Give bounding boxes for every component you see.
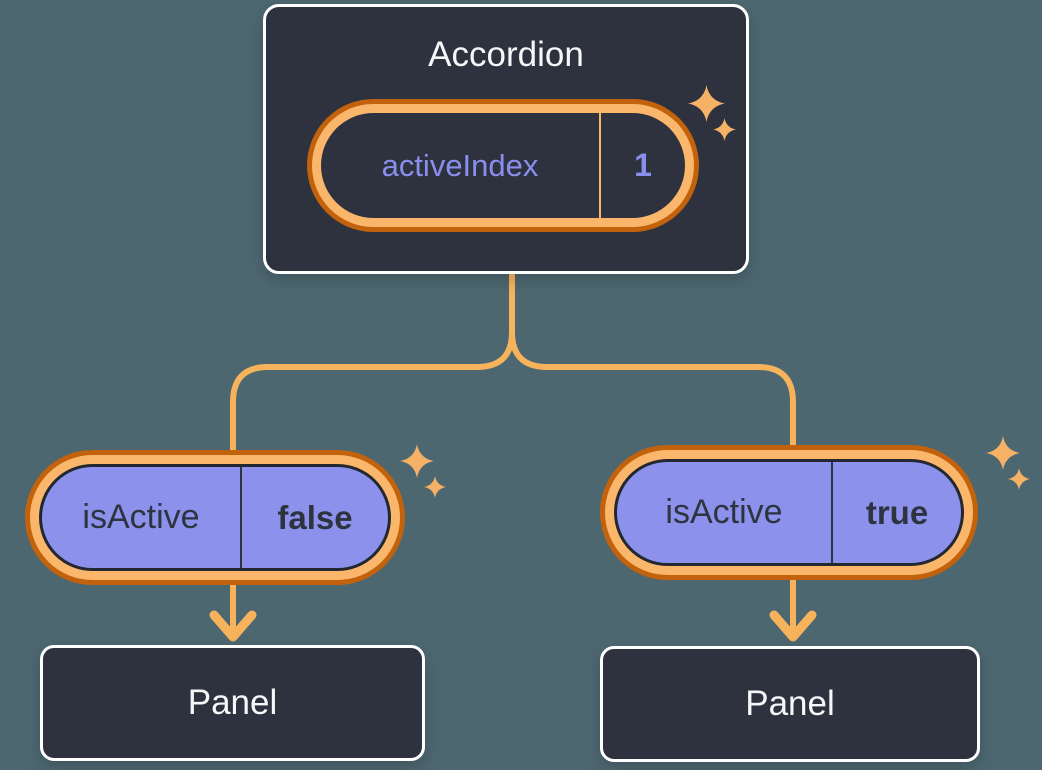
prop-pill-divider xyxy=(240,467,242,568)
prop-value-label: false xyxy=(277,498,353,536)
sparkle-icon xyxy=(424,476,446,498)
sparkle-icon xyxy=(1008,468,1030,490)
prop-name-label: isActive xyxy=(665,493,783,531)
panel-box-right: Panel xyxy=(600,646,980,762)
connector-right-branch xyxy=(509,270,796,630)
sparkle-cluster-left xyxy=(400,444,456,504)
state-pill-activeindex: activeIndex 1 xyxy=(307,99,699,232)
sparkle-icon xyxy=(986,436,1020,470)
sparkle-cluster-top xyxy=(688,85,748,147)
sparkle-icon xyxy=(400,444,434,478)
prop-pill-divider xyxy=(831,462,833,563)
prop-value-label: true xyxy=(865,493,929,531)
prop-name-label: isActive xyxy=(82,498,200,536)
prop-pill-isactive-left: isActive false xyxy=(25,450,405,585)
state-value-label: 1 xyxy=(634,147,652,183)
prop-pill-isactive-right: isActive true xyxy=(600,445,978,580)
state-name-label: activeIndex xyxy=(381,147,539,183)
panel-label: Panel xyxy=(187,683,278,722)
prop-pill-ring: isActive true xyxy=(605,450,973,575)
accordion-title: Accordion xyxy=(428,35,584,74)
sparkle-icon xyxy=(688,85,725,122)
panel-box-left: Panel xyxy=(40,645,425,761)
prop-pill-ring: isActive false xyxy=(30,455,400,580)
sparkle-cluster-right xyxy=(986,436,1042,496)
state-pill-divider xyxy=(599,113,601,218)
arrowhead-right xyxy=(769,610,817,642)
arrowhead-left xyxy=(209,610,257,642)
panel-label: Panel xyxy=(745,684,835,723)
state-pill-ring: activeIndex 1 xyxy=(312,104,694,227)
sparkle-icon xyxy=(713,118,736,141)
connector-left-branch xyxy=(230,270,515,630)
